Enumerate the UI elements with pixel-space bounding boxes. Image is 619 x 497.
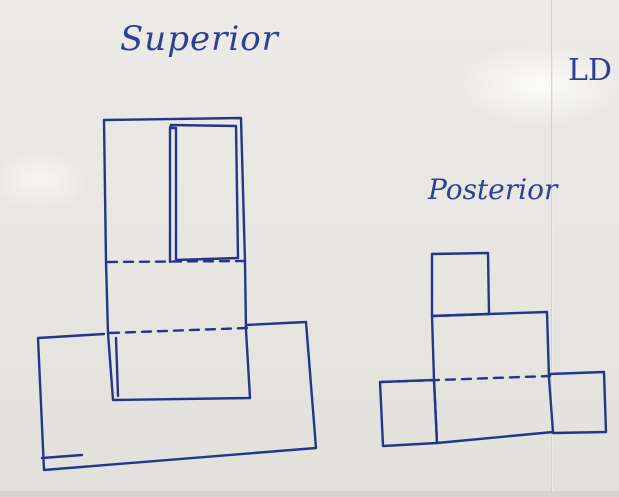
posterior-hidden-line bbox=[380, 374, 552, 384]
ld-initials-label: LD bbox=[568, 53, 612, 88]
posterior-view-drawing bbox=[378, 251, 608, 448]
whiteboard-panel-seam bbox=[551, 0, 553, 497]
posterior-base-right-block bbox=[547, 370, 608, 435]
superior-upper-rectangle bbox=[102, 116, 252, 402]
posterior-top-block bbox=[430, 251, 491, 318]
posterior-view-label: Posterior bbox=[428, 173, 558, 206]
superior-base-rectangle bbox=[36, 320, 318, 472]
superior-hidden-line-lower bbox=[108, 326, 249, 335]
whiteboard-frame-edge bbox=[0, 491, 619, 497]
superior-view-label: Superior bbox=[120, 19, 279, 59]
superior-inner-edge bbox=[114, 336, 120, 398]
superior-hidden-line-upper bbox=[106, 259, 248, 264]
superior-inner-slot bbox=[168, 123, 240, 264]
superior-view-drawing bbox=[36, 116, 318, 472]
posterior-base-left-block bbox=[378, 378, 439, 448]
